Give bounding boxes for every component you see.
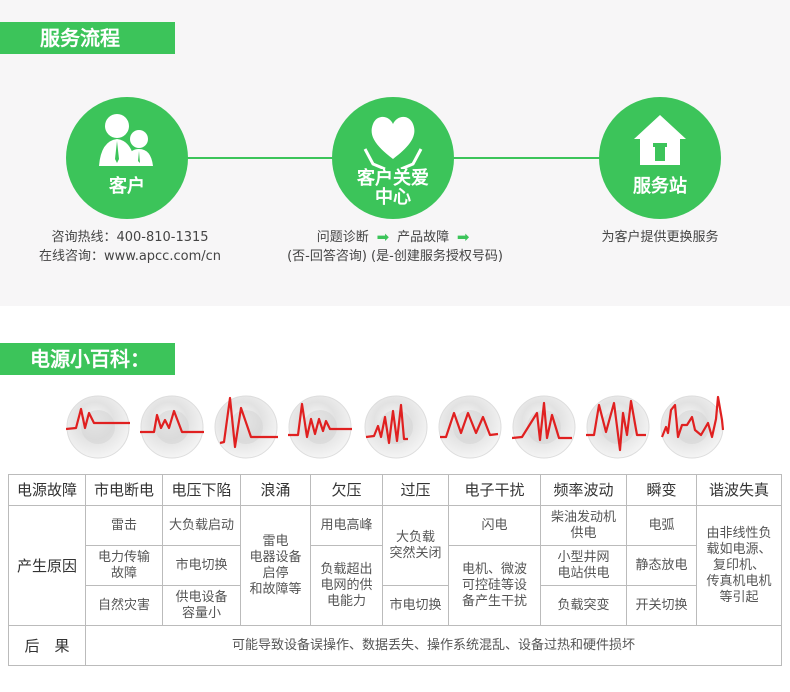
column-header: 市电断电 xyxy=(85,474,163,506)
cause-cell: 雷击 xyxy=(85,505,163,546)
column-header: 电压下陷 xyxy=(162,474,241,506)
cause-cell: 电弧 xyxy=(626,505,697,546)
arrow-right-icon: ➡ xyxy=(456,228,470,246)
waveform-icon xyxy=(438,395,502,459)
step-label: 客户关爱 xyxy=(357,168,429,189)
waveform-icon xyxy=(511,395,576,459)
cause-cell: 电力传输 故障 xyxy=(85,545,163,586)
hotline: 咨询热线：400-810-1315 xyxy=(51,230,209,245)
cause-label: 产生原因 xyxy=(8,505,86,626)
column-header: 过压 xyxy=(382,474,449,506)
step-label: 服务站 xyxy=(633,176,687,197)
cause-cell: 闪电 xyxy=(448,505,541,546)
cause-cell: 大负载启动 xyxy=(162,505,241,546)
care-flow: 问题诊断 ➡ 产品故障 ➡ (否-回答咨询) (是-创建服务授权号码) xyxy=(280,228,510,266)
online-consult: 在线咨询：www.apcc.com/cn xyxy=(38,249,221,264)
result-label: 后 果 xyxy=(8,625,86,666)
power-fault-table: 电源故障市电断电电压下陷浪涌欠压过压电子干扰频率波动瞬变谐波失真 产生原因雷击大… xyxy=(8,474,782,666)
column-header: 谐波失真 xyxy=(696,474,782,506)
cause-cell: 用电高峰 xyxy=(310,505,383,546)
waveform-icon xyxy=(586,395,650,459)
cause-cell: 负载突变 xyxy=(540,585,627,626)
column-header: 浪涌 xyxy=(240,474,311,506)
column-header: 频率波动 xyxy=(540,474,627,506)
step-label-2: 中心 xyxy=(375,187,411,208)
cause-cell: 市电切换 xyxy=(382,585,449,626)
users-icon xyxy=(99,114,153,166)
service-header: 服务流程 xyxy=(0,22,175,54)
step-label: 客户 xyxy=(109,176,145,197)
cause-cell: 小型井网 电站供电 xyxy=(540,545,627,586)
customer-contact: 咨询热线：400-810-1315 在线咨询：www.apcc.com/cn xyxy=(30,228,230,266)
step-service-station: 服务站 xyxy=(599,97,721,219)
step-care-center: 客户关爱 中心 xyxy=(332,97,454,219)
flow-step: 产品故障 xyxy=(397,230,450,245)
cause-cell: 开关切换 xyxy=(626,585,697,626)
cause-cell: 自然灾害 xyxy=(85,585,163,626)
cause-cell: 柴油发动机 供电 xyxy=(540,505,627,546)
flow-note: (否-回答咨询) (是-创建服务授权号码) xyxy=(287,249,503,264)
cause-cell: 由非线性负 载如电源、 复印机、 传真机电机 等引起 xyxy=(696,505,782,626)
arrow-right-icon: ➡ xyxy=(376,228,390,246)
waveform-icon xyxy=(140,395,204,459)
flow-step: 问题诊断 xyxy=(316,230,369,245)
waveform-icon xyxy=(364,395,428,459)
column-header: 瞬变 xyxy=(626,474,697,506)
cause-cell: 电机、微波 可控硅等设 备产生干扰 xyxy=(448,545,541,626)
column-header: 欠压 xyxy=(310,474,383,506)
house-icon xyxy=(634,115,686,165)
waveform-icons xyxy=(0,395,790,461)
cause-cell: 雷电 电器设备 启停 和故障等 xyxy=(240,505,311,626)
waveform-icon xyxy=(65,395,130,459)
column-header: 电源故障 xyxy=(8,474,86,506)
waveform-icon xyxy=(660,395,725,459)
heart-hands-icon xyxy=(363,116,423,169)
cause-cell: 负载超出 电网的供 电能力 xyxy=(310,545,383,626)
cause-cell: 供电设备 容量小 xyxy=(162,585,241,626)
cause-cell: 大负载 突然关闭 xyxy=(382,505,449,586)
result-text: 可能导致设备误操作、数据丢失、操作系统混乱、设备过热和硬件损坏 xyxy=(85,625,782,666)
waveform-icon xyxy=(214,395,278,459)
station-desc: 为客户提供更换服务 xyxy=(601,230,719,245)
wiki-header: 电源小百科： xyxy=(0,343,175,375)
cause-cell: 静态放电 xyxy=(626,545,697,586)
step-customer: 客户 xyxy=(66,97,188,219)
cause-cell: 市电切换 xyxy=(162,545,241,586)
waveform-icon xyxy=(288,395,352,459)
column-header: 电子干扰 xyxy=(448,474,541,506)
